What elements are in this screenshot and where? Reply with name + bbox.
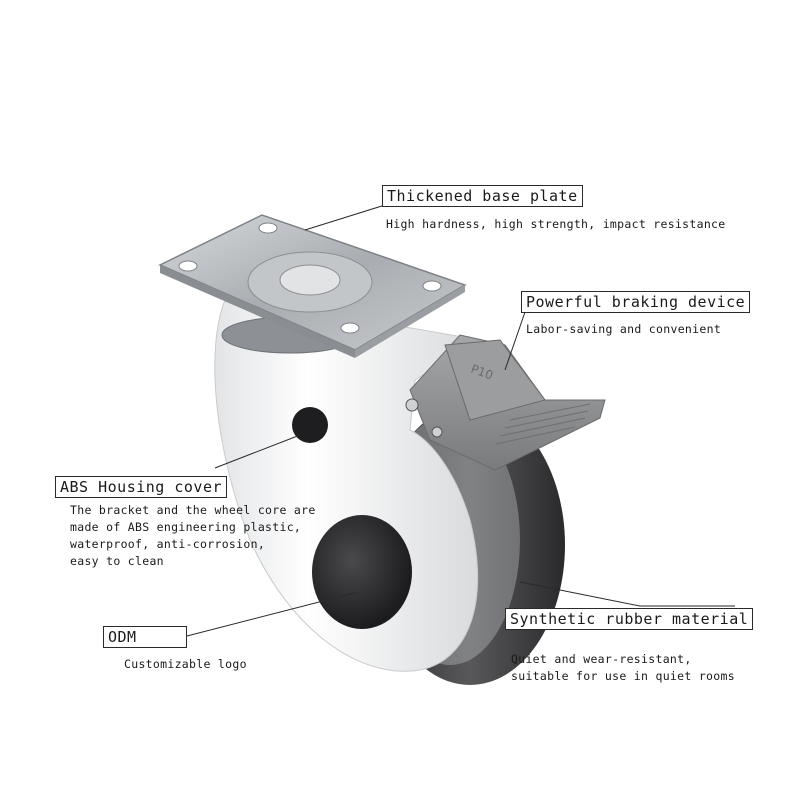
wheel-hub [312, 515, 412, 629]
leader-line-brake [504, 311, 526, 371]
callout-odm-line: Customizable logo [124, 657, 247, 671]
leader-line-odm [186, 591, 359, 637]
callout-brake-title: Powerful braking device [521, 291, 751, 313]
callout-housing-line: easy to clean [70, 554, 164, 568]
housing-hole [292, 407, 328, 443]
leader-lines [186, 204, 735, 637]
callout-base-plate-title: Thickened base plate [382, 185, 583, 207]
callout-odm-title: ODM [103, 626, 187, 648]
leader-line-housing [214, 434, 301, 469]
brake-pedal: P10 [405, 334, 606, 471]
callout-rubber-title: Synthetic rubber material [505, 608, 754, 630]
abs-housing [214, 299, 482, 672]
callout-base-plate-line: High hardness, high strength, impact res… [386, 217, 726, 231]
leader-line-rubber [519, 581, 735, 607]
callout-rubber-desc: Quiet and wear-resistant, suitable for u… [511, 651, 735, 685]
callout-housing-line: waterproof, anti-corrosion, [70, 537, 266, 551]
base-plate [158, 214, 467, 358]
callout-housing-line: The bracket and the wheel core are [70, 503, 316, 517]
callout-base-plate-desc: High hardness, high strength, impact res… [386, 216, 726, 233]
callout-housing-title: ABS Housing cover [55, 476, 228, 498]
callout-odm-desc: Customizable logo [124, 656, 247, 673]
callout-housing-desc: The bracket and the wheel core are made … [70, 502, 316, 570]
leader-line-base-plate [304, 204, 386, 231]
callout-brake-desc: Labor-saving and convenient [526, 321, 721, 338]
callout-rubber-line: Quiet and wear-resistant, [511, 652, 692, 666]
callout-housing-line: made of ABS engineering plastic, [70, 520, 302, 534]
callout-rubber-line: suitable for use in quiet rooms [511, 669, 735, 683]
callout-brake-line: Labor-saving and convenient [526, 322, 722, 336]
